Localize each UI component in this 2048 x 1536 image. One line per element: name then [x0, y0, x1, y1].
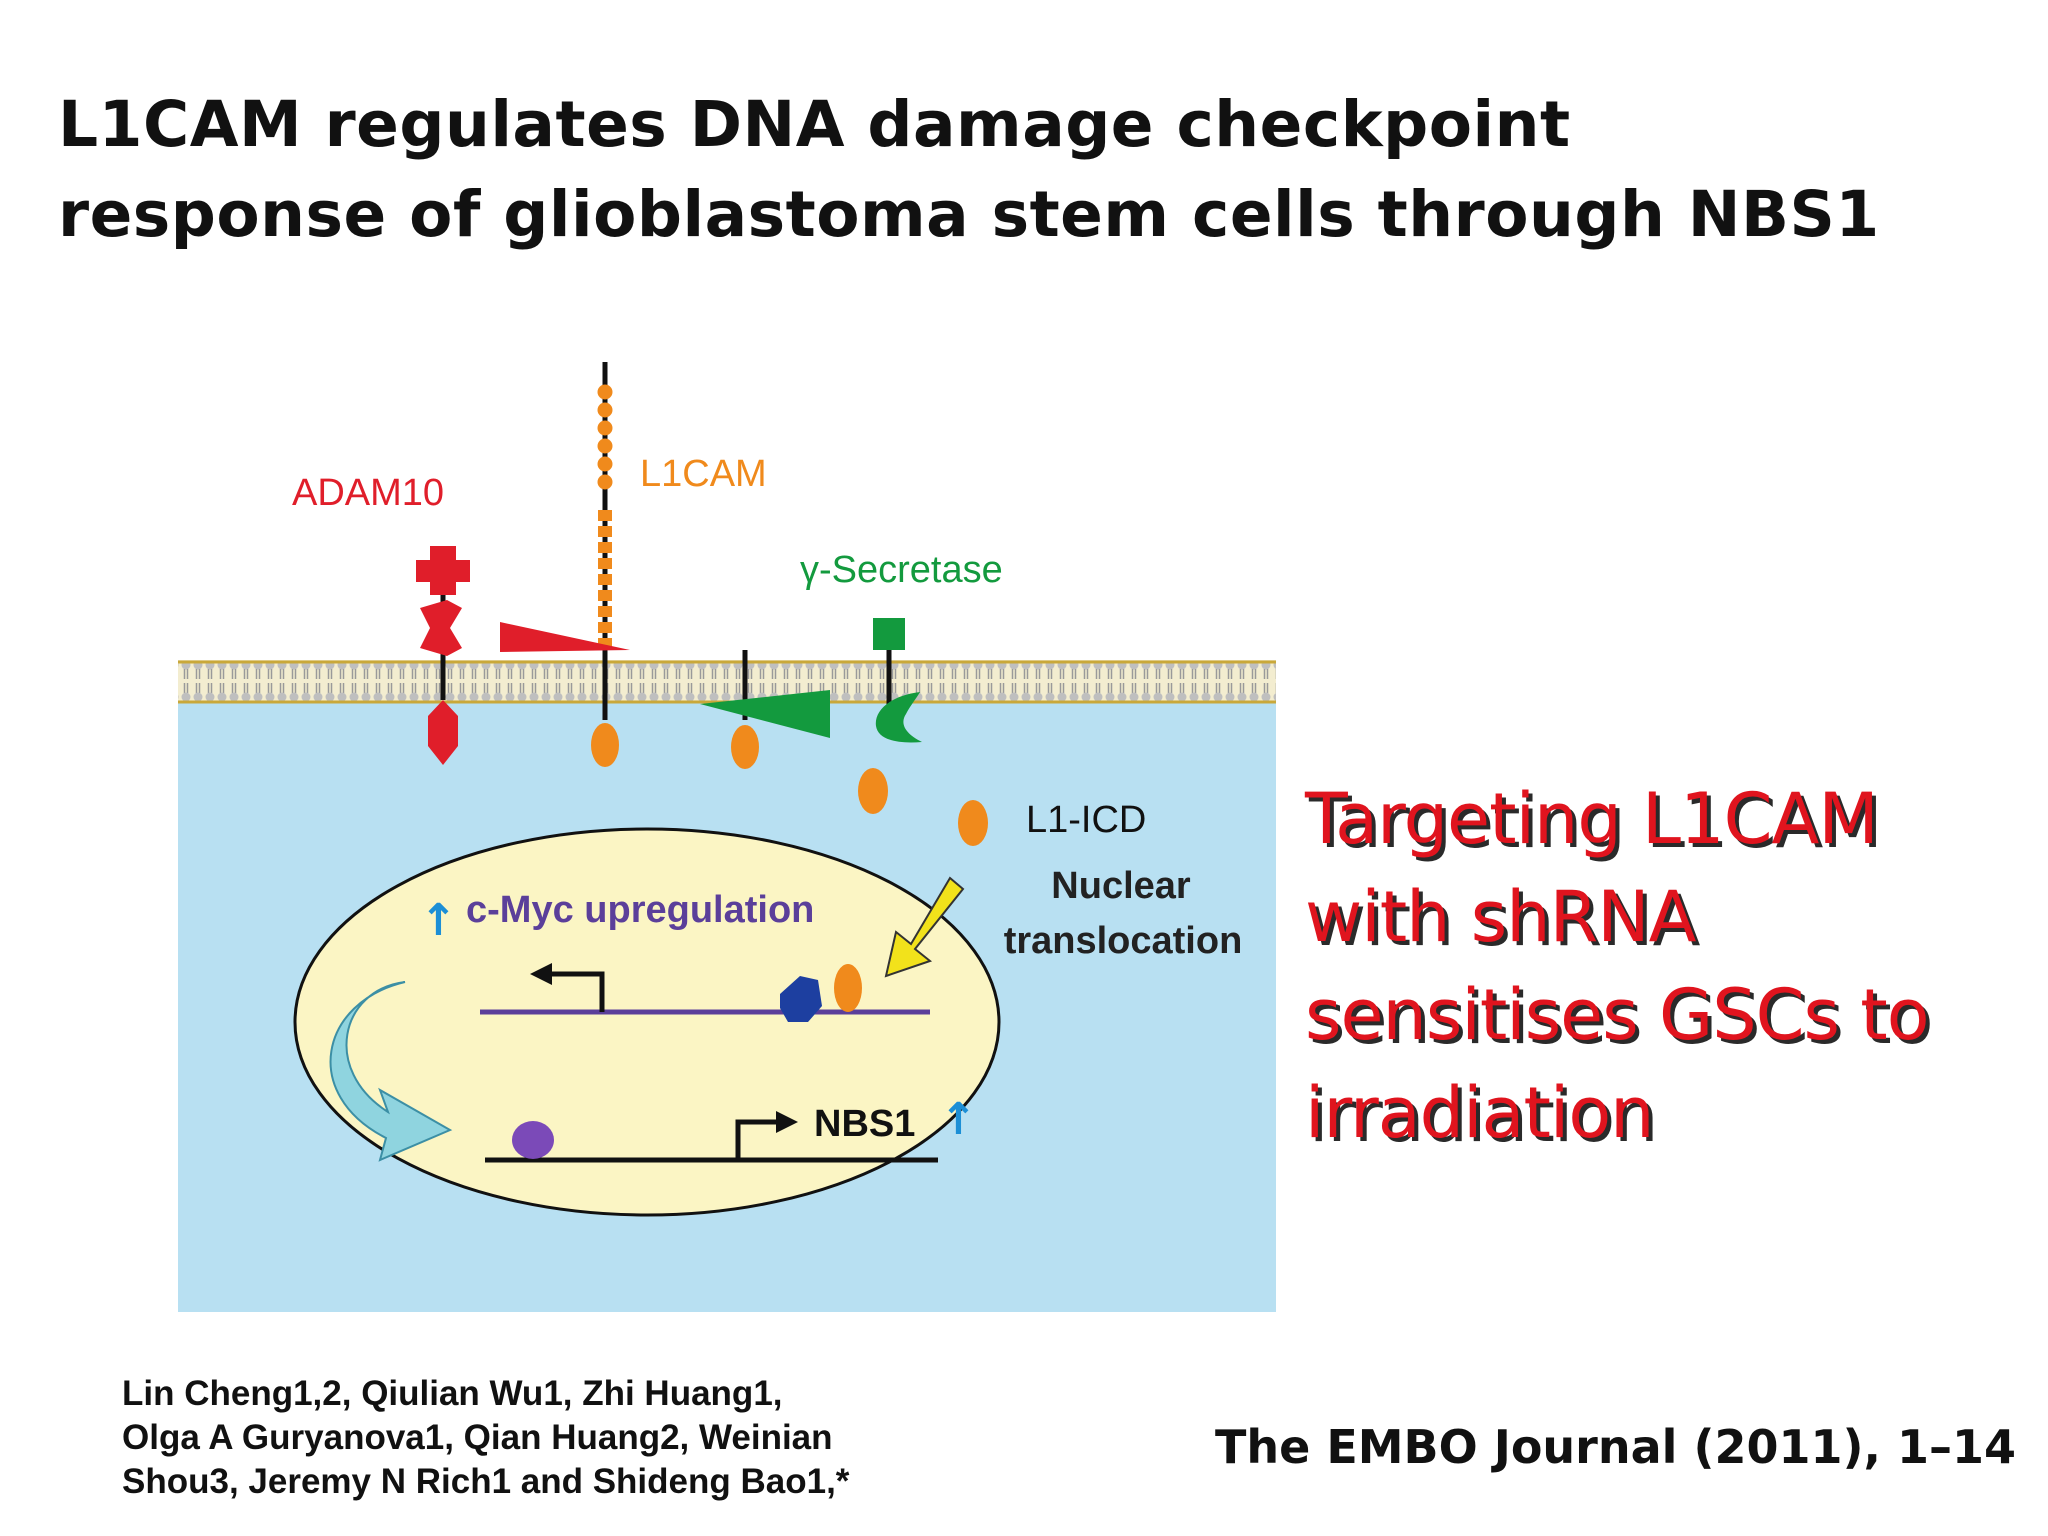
- callout-line-4: irradiation: [1305, 1072, 1655, 1154]
- callout-line-1: Targeting L1CAM: [1305, 778, 1879, 860]
- title-line-2: response of glioblastoma stem cells thro…: [58, 178, 1880, 251]
- cmyc-up-arrow-icon: ↑: [420, 895, 457, 946]
- l1cam-label: L1CAM: [640, 453, 767, 495]
- l1cam-protein: [591, 362, 619, 767]
- nbs1-up-arrow-icon: ↑: [940, 1094, 977, 1145]
- translocation-label: translocation: [1004, 920, 1243, 962]
- transcription-complex: [780, 964, 862, 1022]
- cmyc-label: c-Myc upregulation: [466, 889, 814, 931]
- l1-icd-fragment-2: [958, 800, 988, 846]
- l1-icd-fragment: [858, 768, 888, 814]
- feedback-arrow: [329, 981, 453, 1162]
- author-line: Shou3, Jeremy N Rich1 and Shideng Bao1,*: [122, 1462, 850, 1501]
- author-line: Lin Cheng1,2, Qiulian Wu1, Zhi Huang1,: [122, 1374, 783, 1413]
- nbs1-promoter-arrow-icon: [735, 1111, 798, 1160]
- gamma-secretase-protein: [873, 618, 922, 743]
- callout-line-3: sensitises GSCs to: [1305, 974, 1930, 1056]
- journal-citation: The EMBO Journal (2011), 1–14: [1215, 1420, 2017, 1474]
- nuclear-label: Nuclear: [1051, 865, 1191, 907]
- cell-membrane: [178, 660, 1276, 702]
- callout-line-2: with shRNA: [1305, 876, 1696, 958]
- targeting-callout: Targeting L1CAM with shRNA sensitises GS…: [1305, 770, 2025, 1162]
- adam10-label: ADAM10: [292, 472, 444, 514]
- cmyc-promoter-arrow-icon: [530, 963, 605, 1012]
- adam10-cleavage-wedge: [500, 622, 630, 652]
- slide-title: L1CAM regulates DNA damage checkpoint re…: [58, 80, 1880, 260]
- secretase-cleavage-wedge: [700, 690, 830, 738]
- gamma-secretase-label: γ-Secretase: [800, 549, 1003, 591]
- nbs1-bound-factor: [512, 1121, 554, 1159]
- title-line-1: L1CAM regulates DNA damage checkpoint: [58, 88, 1571, 161]
- l1-icd-label: L1-ICD: [1026, 799, 1146, 841]
- nucleus: [293, 827, 1001, 1217]
- nbs1-label: NBS1: [814, 1103, 915, 1145]
- author-line: Olga A Guryanova1, Qian Huang2, Weinian: [122, 1418, 833, 1457]
- author-list: Lin Cheng1,2, Qiulian Wu1, Zhi Huang1, O…: [122, 1372, 849, 1504]
- translocation-arrow: [884, 876, 965, 978]
- adam10-protein: [416, 546, 470, 765]
